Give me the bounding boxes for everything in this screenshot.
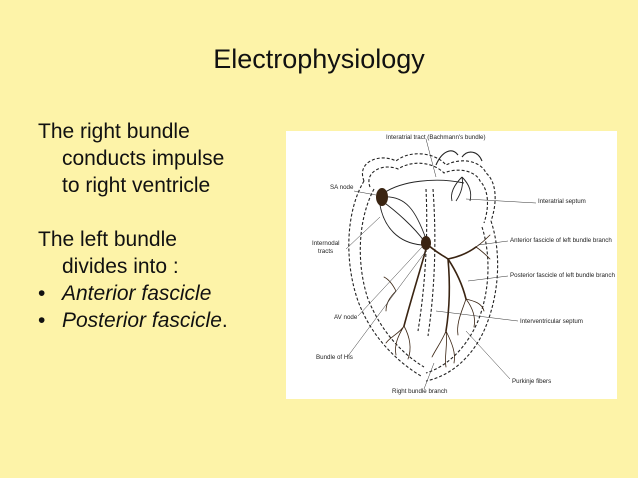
right-bundle-line-2: conducts impulse: [62, 147, 225, 170]
left-bundle-line-2: divides into :: [62, 255, 179, 278]
heart-conduction-svg: Interatrial tract (Bachmann's bundle) SA…: [312, 134, 615, 395]
label-av-node: AV node: [334, 314, 358, 321]
bullet-item-anterior: • Anterior fascicle: [38, 280, 278, 307]
heart-conduction-diagram: Interatrial tract (Bachmann's bundle) SA…: [286, 131, 617, 399]
label-anterior-fascicle: Anterior fascicle of left bundle branch: [510, 237, 612, 244]
label-purkinje-fibers: Purkinje fibers: [512, 378, 551, 385]
left-bundle-line-1: The left bundle: [38, 228, 177, 251]
slide-body: The right bundle conducts impulse to rig…: [38, 118, 278, 334]
label-internodal-tracts-1: Internodal: [312, 240, 340, 247]
label-internodal-tracts-2: tracts: [318, 248, 333, 255]
bullet-text: Anterior fascicle: [62, 282, 212, 305]
bullet-item-posterior: • Posterior fascicle.: [38, 307, 278, 334]
internodal-tracts: [379, 176, 472, 246]
heart-walls: [348, 150, 499, 382]
left-bundle-paragraph: The left bundle divides into :: [38, 226, 278, 280]
label-interatrial-tract: Interatrial tract (Bachmann's bundle): [386, 134, 486, 141]
label-interatrial-septum: Interatrial septum: [538, 198, 586, 205]
label-right-bundle-branch: Right bundle branch: [392, 388, 448, 395]
right-bundle-line-3: to right ventricle: [62, 174, 211, 197]
bullet-suffix: .: [221, 309, 228, 332]
label-interventricular-septum: Interventricular septum: [520, 318, 583, 325]
label-sa-node: SA node: [330, 184, 354, 191]
right-bundle-line-1: The right bundle: [38, 120, 190, 143]
leader-lines: [345, 138, 537, 390]
label-bundle-of-his: Bundle of His: [316, 354, 353, 361]
bullet-text: Posterior fascicle: [62, 309, 222, 332]
bullet-dot: •: [38, 282, 46, 305]
right-bundle-paragraph: The right bundle conducts impulse to rig…: [38, 118, 278, 199]
bullet-dot: •: [38, 309, 46, 332]
label-posterior-fascicle: Posterior fascicle of left bundle branch: [510, 272, 615, 279]
slide-title: Electrophysiology: [213, 44, 425, 74]
sa-node-shape: [376, 188, 388, 206]
bundle-branches: [383, 234, 491, 368]
